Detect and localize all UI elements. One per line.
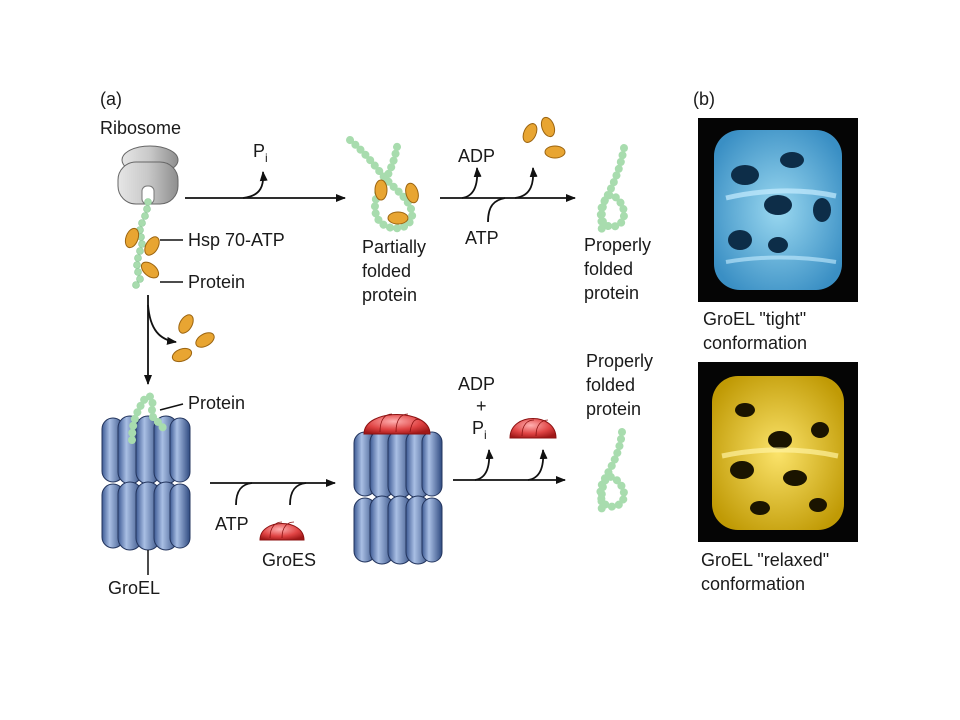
partially-folded-label-1: Partially [362,237,426,257]
pi-label-top: Pi [253,141,268,165]
partially-folded-label-2: folded [362,261,411,281]
properly-folded-label-bottom-2: folded [586,375,635,395]
properly-folded-label-top-1: Properly [584,235,651,255]
relaxed-caption-line2: conformation [701,574,805,594]
partially-folded-protein [346,136,419,233]
ribosome-label: Ribosome [100,118,181,138]
protein-label-top: Protein [188,272,245,292]
groes-label: GroES [262,550,316,570]
ribosome-icon [117,145,179,205]
atp-label-bottom: ATP [215,514,249,534]
groes-icon [259,521,305,541]
released-hsp70 [522,116,566,159]
hsp70-atp-label: Hsp 70-ATP [188,230,285,250]
tight-caption-line2: conformation [703,333,807,353]
properly-folded-protein-bottom [596,428,628,516]
partially-folded-label-3: protein [362,285,417,305]
groel-relaxed-image [698,362,858,542]
adp-label-bottom: ADP [458,374,495,394]
protein-label-groel: Protein [188,393,245,413]
relaxed-caption-line1: GroEL "relaxed" [701,550,829,570]
atp-label-top: ATP [465,228,499,248]
panel-b-label: (b) [693,89,715,109]
properly-folded-protein-top [596,144,628,236]
properly-folded-label-top-2: folded [584,259,633,279]
plus-label: + [476,396,487,416]
released-groes-icon [509,418,557,439]
tight-caption-line1: GroEL "tight" [703,309,806,329]
panel-a-label: (a) [100,89,122,109]
adp-label-top: ADP [458,146,495,166]
groel-label: GroEL [108,578,160,598]
groel-tight-image [698,118,858,302]
groel-groes-complex [353,413,443,565]
released-hsp70-lower [171,314,215,363]
properly-folded-label-bottom-3: protein [586,399,641,419]
properly-folded-label-bottom-1: Properly [586,351,653,371]
properly-folded-label-top-3: protein [584,283,639,303]
pi-label-bottom: Pi [472,418,487,442]
hsp70-molecules [124,227,160,279]
groel-with-protein [101,392,191,551]
